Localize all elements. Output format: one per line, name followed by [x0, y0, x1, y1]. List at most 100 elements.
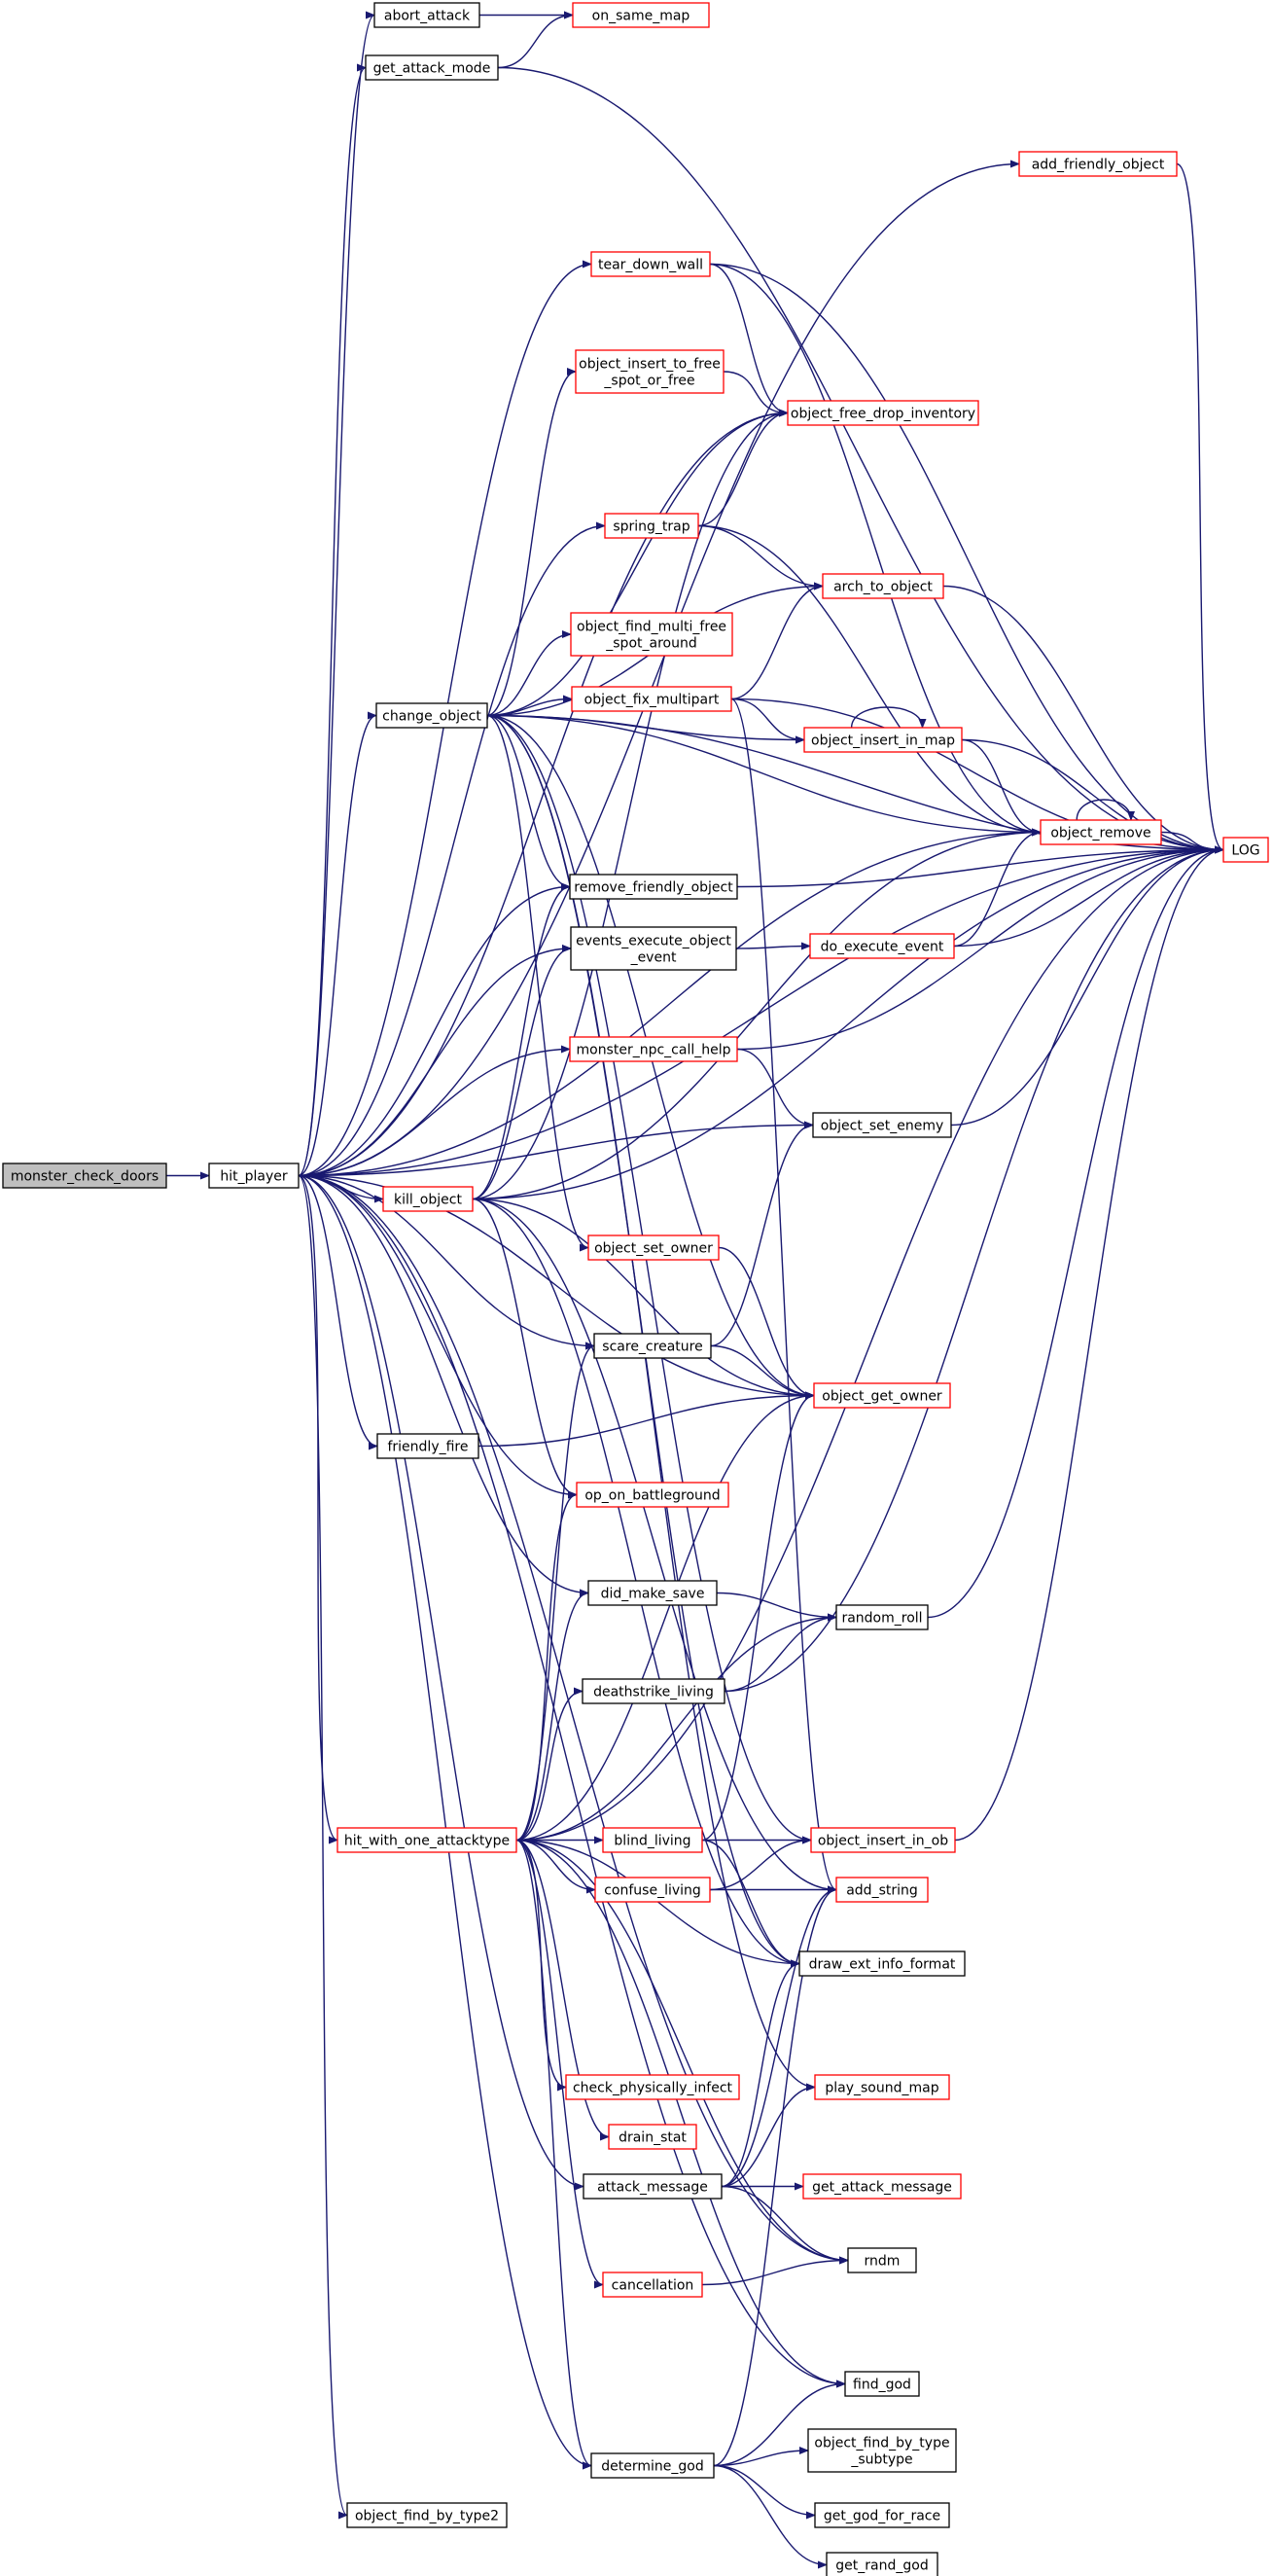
- node-confuse-living[interactable]: confuse_living: [594, 1877, 711, 1903]
- node-label: deathstrike_living: [593, 1685, 714, 1700]
- edge-deathstrike_living-to-LOG: [724, 845, 1224, 1693]
- node-box: [604, 513, 699, 539]
- node-label: play_sound_map: [825, 2081, 938, 2096]
- edge-hit_player-to-monster_npc_call_help: [298, 1045, 571, 1177]
- node-deathstrike-living[interactable]: deathstrike_living: [582, 1678, 725, 1704]
- node-events-execute-object-event[interactable]: events_execute_object_event: [570, 926, 737, 971]
- edge-get_attack_mode-to-on_same_map: [497, 11, 574, 69]
- node-label: abort_attack: [384, 9, 471, 24]
- node-monster-check-doors: monster_check_doors: [2, 1163, 167, 1189]
- node-attack-message[interactable]: attack_message: [583, 2173, 723, 2200]
- edge-object_remove-to-object_remove: [1076, 799, 1135, 821]
- node-object-set-owner[interactable]: object_set_owner: [587, 1234, 720, 1261]
- node-tear-down-wall[interactable]: tear_down_wall: [590, 251, 711, 277]
- edge-hit_player-to-object_get_owner: [298, 1174, 815, 1400]
- edge-kill_object-to-object_remove: [472, 828, 1042, 1200]
- edge-hit_player-to-spring_trap: [298, 521, 606, 1177]
- edge-determine_god-to-object_find_by_type_subtype: [713, 2447, 809, 2467]
- edge-kill_object-to-object_get_owner: [472, 1198, 815, 1400]
- node-blind-living[interactable]: blind_living: [602, 1827, 703, 1853]
- node-box: [572, 2, 710, 28]
- node-label: kill_object: [394, 1193, 462, 1208]
- node-object-remove[interactable]: object_remove: [1040, 819, 1162, 845]
- node-get-attack-mode[interactable]: get_attack_mode: [365, 54, 499, 81]
- edge-kill_object-to-object_free_drop_inventory: [472, 409, 789, 1200]
- node-box: [565, 2074, 740, 2100]
- node-add-string[interactable]: add_string: [835, 1877, 929, 1903]
- node-label: tear_down_wall: [598, 258, 703, 273]
- node-monster-npc-call-help[interactable]: monster_npc_call_help: [569, 1036, 738, 1062]
- node-get-attack-message[interactable]: get_attack_message: [802, 2173, 962, 2200]
- node-object-insert-in-map[interactable]: object_insert_in_map: [803, 727, 963, 753]
- node-get-god-for-race[interactable]: get_god_for_race: [814, 2502, 950, 2528]
- node-change-object[interactable]: change_object: [375, 702, 488, 729]
- node-box: [587, 1234, 720, 1261]
- node-label: object_insert_in_map: [811, 733, 955, 749]
- edge-hit_with_one_attacktype-to-confuse_living: [515, 1839, 596, 1894]
- node-object-get-owner[interactable]: object_get_owner: [813, 1382, 951, 1409]
- node-label: determine_god: [601, 2459, 703, 2475]
- node-object-find-multi-free-spot-around[interactable]: object_find_multi_free_spot_around: [570, 612, 733, 657]
- edge-hit_player-to-did_make_save: [298, 1174, 589, 1597]
- edge-hit_with_one_attacktype-to-find_god: [515, 1839, 846, 2388]
- node-hit-player[interactable]: hit_player: [208, 1163, 300, 1189]
- node-label: find_god: [853, 2378, 911, 2393]
- node-object-find-by-type2[interactable]: object_find_by_type2: [346, 2502, 508, 2528]
- node-kill-object[interactable]: kill_object: [382, 1186, 474, 1212]
- node-label: spring_trap: [613, 519, 690, 535]
- node-draw-ext-info-format[interactable]: draw_ext_info_format: [798, 1950, 966, 1977]
- node-LOG[interactable]: LOG: [1222, 837, 1269, 863]
- node-rndm[interactable]: rndm: [847, 2247, 917, 2273]
- node-scare-creature[interactable]: scare_creature: [593, 1333, 712, 1359]
- edge-do_execute_event-to-LOG: [953, 845, 1224, 948]
- node-find-god[interactable]: find_god: [844, 2371, 920, 2397]
- node-box: [1222, 837, 1269, 863]
- node-object-insert-in-ob[interactable]: object_insert_in_ob: [810, 1827, 956, 1853]
- node-object-fix-multipart[interactable]: object_fix_multipart: [571, 686, 732, 712]
- node-get-rand-god[interactable]: get_rand_god: [826, 2552, 938, 2576]
- node-label: _event: [630, 950, 677, 966]
- node-check-physically-infect[interactable]: check_physically_infect: [565, 2074, 740, 2100]
- edge-hit_player-to-hit_with_one_attacktype: [298, 1174, 338, 1844]
- node-label: random_roll: [841, 1611, 922, 1627]
- node-object-set-enemy[interactable]: object_set_enemy: [812, 1112, 952, 1138]
- node-on-same-map[interactable]: on_same_map: [572, 2, 710, 28]
- node-box: [569, 874, 738, 900]
- node-object-find-by-type-subtype[interactable]: object_find_by_type_subtype: [807, 2428, 957, 2473]
- edge-hit_with_one_attacktype-to-determine_god: [515, 1839, 592, 2470]
- node-op-on-battleground[interactable]: op_on_battleground: [576, 1482, 729, 1508]
- node-did-make-save[interactable]: did_make_save: [587, 1580, 718, 1606]
- edge-hit_player-to-events_execute_object_event: [298, 945, 572, 1177]
- edge-object_fix_multipart-to-add_string: [730, 698, 837, 1894]
- node-arch-to-object[interactable]: arch_to_object: [822, 573, 944, 599]
- node-box: [803, 727, 963, 753]
- node-play-sound-map[interactable]: play_sound_map: [814, 2074, 950, 2100]
- node-determine-god[interactable]: determine_god: [590, 2452, 715, 2479]
- node-label: object_free_drop_inventory: [791, 407, 975, 422]
- node-object-insert-to-free-spot-or-free[interactable]: object_insert_to_free_spot_or_free: [575, 349, 725, 394]
- node-label: op_on_battleground: [584, 1488, 720, 1504]
- node-label: _spot_or_free: [603, 374, 694, 389]
- node-hit-with-one-attacktype[interactable]: hit_with_one_attacktype: [336, 1827, 517, 1853]
- node-box: [812, 1112, 952, 1138]
- node-label: object_set_owner: [594, 1241, 713, 1257]
- node-random-roll[interactable]: random_roll: [835, 1604, 929, 1630]
- edge-kill_object-to-op_on_battleground: [472, 1198, 578, 1499]
- node-drain-stat[interactable]: drain_stat: [608, 2124, 697, 2150]
- node-abort-attack[interactable]: abort_attack: [373, 2, 480, 28]
- node-add-friendly-object[interactable]: add_friendly_object: [1018, 151, 1178, 177]
- node-spring-trap[interactable]: spring_trap: [604, 513, 699, 539]
- node-object-free-drop-inventory[interactable]: object_free_drop_inventory: [787, 400, 979, 426]
- edge-object_fix_multipart-to-arch_to_object: [730, 582, 824, 700]
- edge-confuse_living-to-object_insert_in_ob: [709, 1836, 812, 1891]
- node-label: drain_stat: [619, 2130, 687, 2146]
- edge-hit_with_one_attacktype-to-deathstrike_living: [515, 1687, 583, 1842]
- node-remove-friendly-object[interactable]: remove_friendly_object: [569, 874, 738, 900]
- node-box: [787, 400, 979, 426]
- node-friendly-fire[interactable]: friendly_fire: [376, 1433, 479, 1459]
- node-cancellation[interactable]: cancellation: [602, 2272, 703, 2298]
- node-do-execute-event[interactable]: do_execute_event: [809, 933, 955, 959]
- edge-blind_living-to-draw_ext_info_format: [701, 1839, 800, 1968]
- edge-hit_with_one_attacktype-to-LOG: [515, 845, 1224, 1842]
- edge-change_object-to-object_free_drop_inventory: [486, 409, 789, 717]
